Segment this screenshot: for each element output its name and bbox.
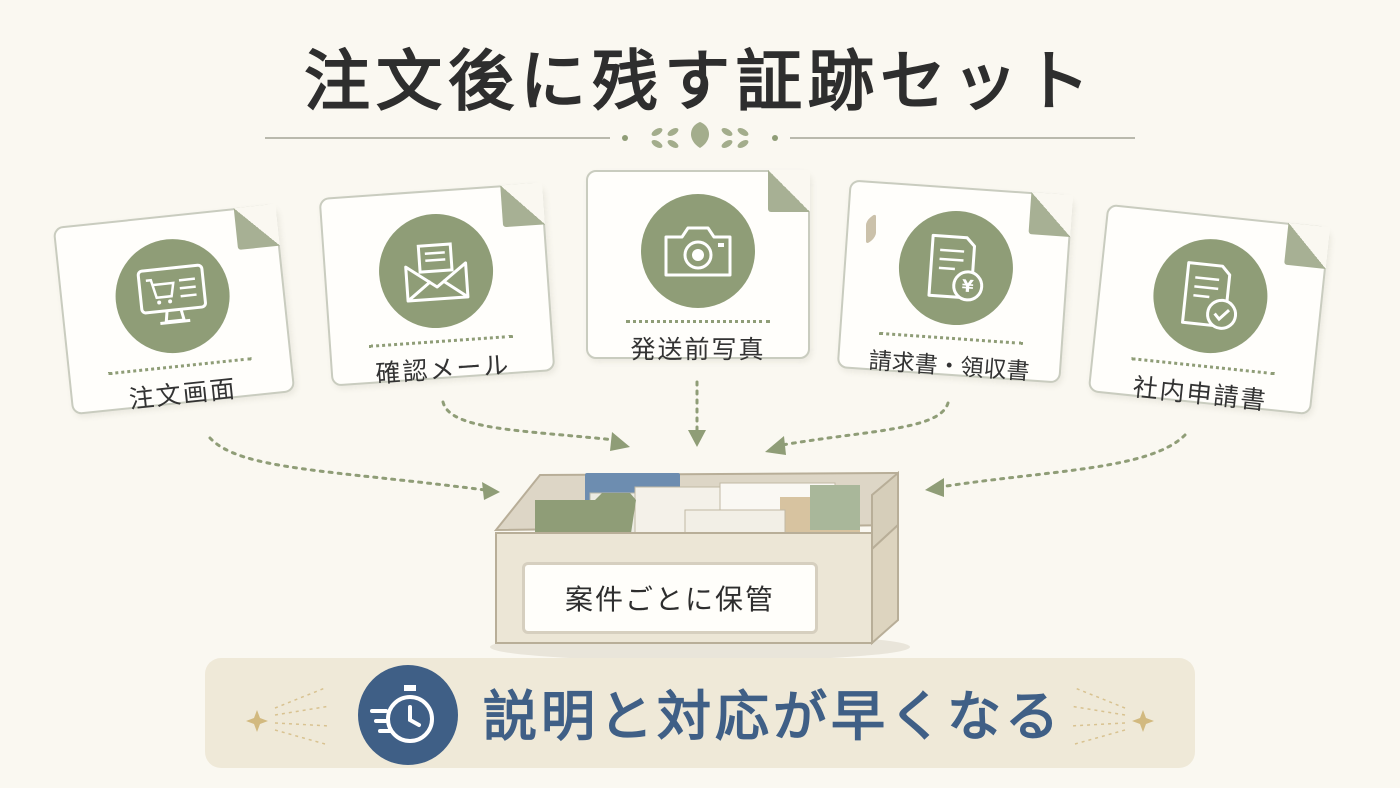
card-confirmation-email: 確認メール [318,182,556,388]
storage-label: 案件ごとに保管 [522,562,818,634]
arrow-1 [208,436,487,492]
card-label: 発送前写真 [630,335,766,364]
arrow-4 [780,401,950,447]
card-order-screen: 注文画面 [52,203,296,416]
ornament-divider [265,122,1135,148]
svg-text:¥: ¥ [961,277,974,298]
card-pre-shipment-photo: 発送前写真 [586,170,810,364]
card-internal-application: 社内申請書 [1087,203,1331,416]
card-invoice-receipt: ¥ 請求書・領収書 [836,179,1074,385]
envelope-icon [375,210,497,332]
computer-cart-icon [109,233,236,359]
sparkle-decoration [246,687,1154,745]
camera-icon [641,194,755,308]
arrow-2 [441,400,617,442]
arrow-5 [938,433,1187,489]
result-text: 説明と対応が早くなる [483,684,1063,748]
document-check-icon [1147,233,1274,359]
page-title: 注文後に残す証跡セット [304,42,1096,120]
invoice-yen-icon: ¥ [895,207,1017,329]
stopwatch-icon [358,665,458,765]
